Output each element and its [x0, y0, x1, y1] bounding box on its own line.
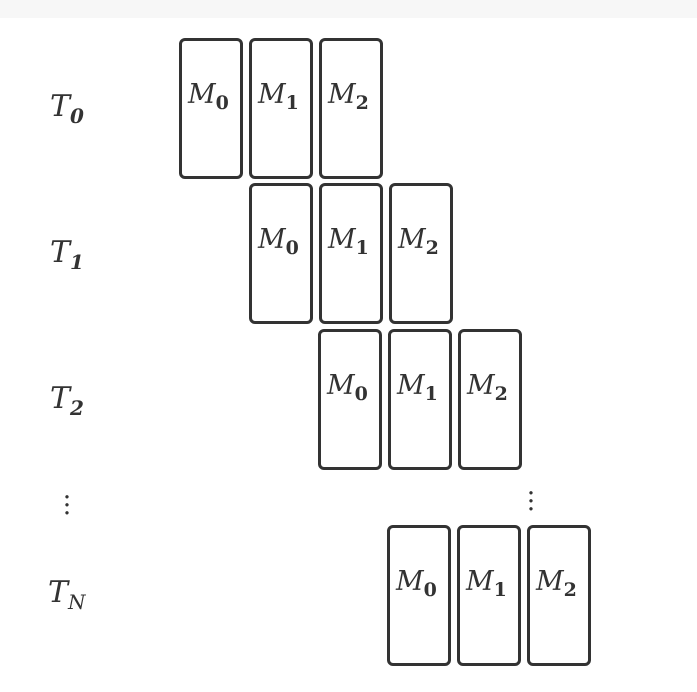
row-label-t1: T1	[50, 235, 84, 274]
box-label: M1	[258, 79, 299, 114]
box-label: M0	[188, 79, 229, 114]
box-label: M1	[466, 566, 507, 601]
box-label: M1	[397, 370, 438, 405]
box-label: M1	[328, 224, 369, 259]
box-label: M0	[327, 370, 368, 405]
box-label: M2	[467, 370, 508, 405]
box-tn-m1: M1	[457, 525, 521, 666]
box-label: M2	[328, 79, 369, 114]
box-label: M2	[536, 566, 577, 601]
box-t0-m1: M1	[249, 38, 313, 179]
box-label: M0	[258, 224, 299, 259]
box-t2-m2: M2	[458, 329, 522, 470]
box-tn-m2: M2	[527, 525, 591, 666]
vertical-ellipsis-right: ···	[526, 479, 536, 525]
top-bar	[0, 0, 697, 18]
box-t1-m0: M0	[249, 183, 313, 324]
row-label-tn: TN	[48, 575, 86, 614]
vertical-ellipsis-left: ···	[62, 483, 72, 529]
row-label-t2: T2	[50, 381, 84, 420]
box-label: M0	[396, 566, 437, 601]
box-t1-m1: M1	[319, 183, 383, 324]
box-label: M2	[398, 224, 439, 259]
box-tn-m0: M0	[387, 525, 451, 666]
box-t2-m1: M1	[388, 329, 452, 470]
row-label-t0: T0	[50, 89, 84, 128]
box-t2-m0: M0	[318, 329, 382, 470]
box-t0-m2: M2	[319, 38, 383, 179]
box-t1-m2: M2	[389, 183, 453, 324]
box-t0-m0: M0	[179, 38, 243, 179]
